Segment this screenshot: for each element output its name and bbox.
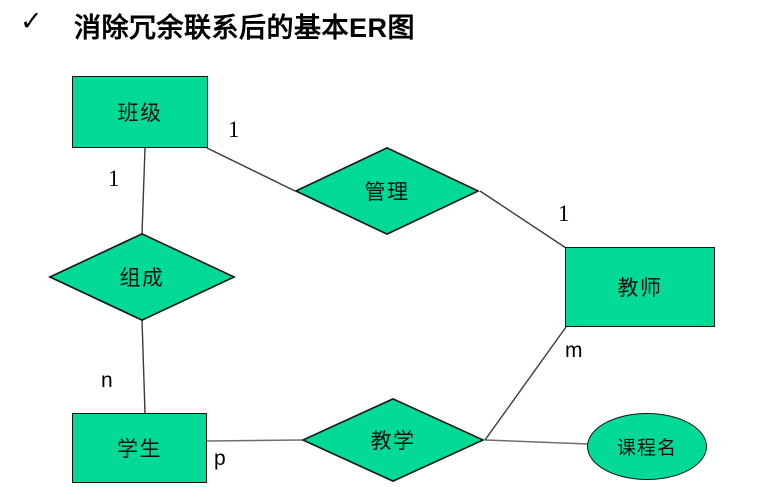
entity-jiaoshi: 教师 bbox=[565, 247, 715, 327]
relationship-jiaoxue: 教学 bbox=[301, 398, 485, 482]
relationship-jiaoxue-label: 教学 bbox=[370, 430, 416, 453]
relationship-zucheng-label: 组成 bbox=[119, 267, 165, 290]
attribute-kechengming: 课程名 bbox=[587, 413, 707, 480]
entity-banji-label: 班级 bbox=[117, 102, 163, 125]
slide-title: 消除冗余联系后的基本ER图 bbox=[74, 13, 416, 43]
edge-banji-zucheng bbox=[141, 147, 146, 235]
entity-jiaoshi-label: 教师 bbox=[617, 277, 663, 300]
entity-xuesheng: 学生 bbox=[72, 413, 207, 483]
cardinality-xuesheng-jiaoxue: p bbox=[214, 447, 226, 470]
edge-xuesheng-jiaoxue bbox=[206, 439, 303, 442]
relationship-guanli: 管理 bbox=[294, 147, 480, 235]
entity-banji: 班级 bbox=[72, 76, 208, 148]
diamond-shape bbox=[294, 147, 480, 235]
diamond-shape bbox=[301, 398, 485, 482]
edge-jiaoshi-jiaoxue bbox=[484, 326, 567, 441]
cardinality-zucheng-xuesheng: n bbox=[101, 369, 113, 392]
cardinality-banji-zucheng: 1 bbox=[108, 166, 120, 191]
edge-zucheng-xuesheng bbox=[141, 319, 146, 414]
check-bullet-icon: ✓ bbox=[20, 6, 43, 37]
relationship-zucheng: 组成 bbox=[48, 233, 236, 321]
cardinality-jiaoshi-jiaoxue: m bbox=[565, 339, 583, 362]
edge-jiaoxue-kechengming bbox=[484, 439, 589, 445]
diamond-shape bbox=[48, 233, 236, 321]
attribute-kechengming-label: 课程名 bbox=[616, 438, 677, 459]
edge-guanli-jiaoshi bbox=[479, 190, 567, 249]
entity-xuesheng-label: 学生 bbox=[117, 438, 162, 461]
cardinality-guanli-jiaoshi: 1 bbox=[558, 201, 570, 226]
slide-title-row: ✓ 消除冗余联系后的基本ER图 bbox=[0, 4, 772, 44]
edge-banji-guanli bbox=[206, 147, 296, 192]
cardinality-banji-guanli: 1 bbox=[228, 117, 240, 142]
relationship-guanli-label: 管理 bbox=[364, 181, 410, 204]
